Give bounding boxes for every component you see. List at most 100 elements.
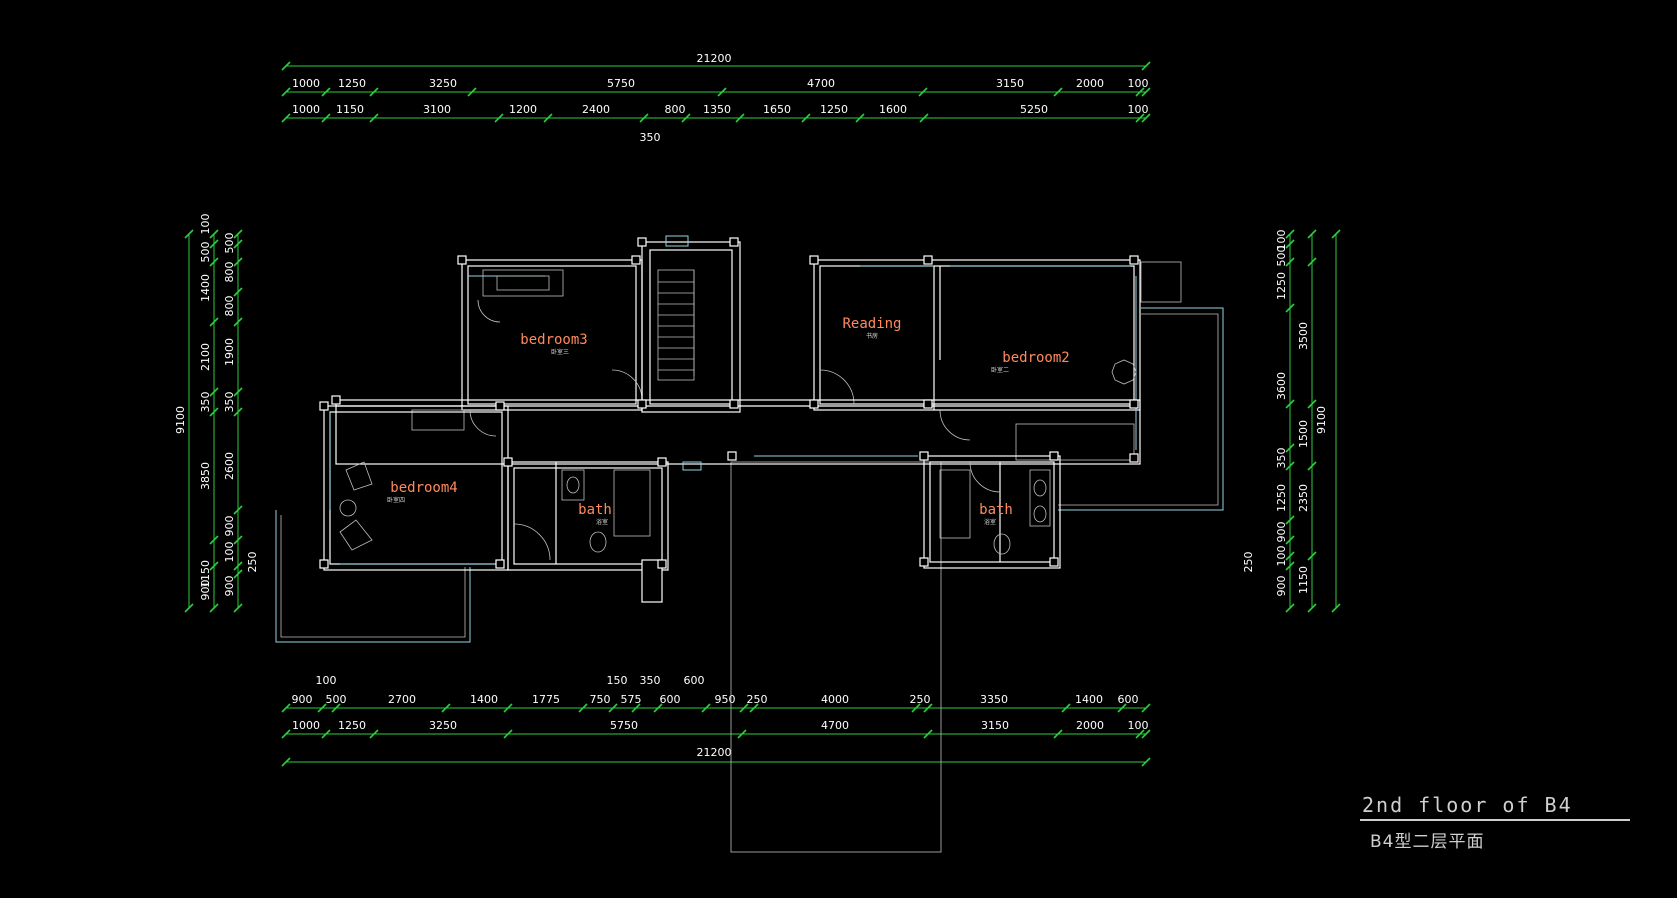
dimension-tick [369, 87, 379, 97]
dimension-label: 3150 [996, 77, 1024, 90]
right-extra-label: 250 [1242, 552, 1255, 573]
dimension-label: 3150 [981, 719, 1009, 732]
dimension-tick [1307, 229, 1317, 239]
left-bath-tub [613, 469, 651, 537]
dimension-tick [1285, 229, 1295, 239]
reading-bedroom2-walls [813, 259, 1141, 411]
dimension-label: 900 [1275, 522, 1288, 543]
structural-column [1129, 453, 1139, 463]
drawing-title: 2nd floor of B4 [1362, 793, 1573, 817]
dimension-tick [1141, 61, 1151, 71]
dimension-label: 900 [1275, 576, 1288, 597]
structural-column [631, 255, 641, 265]
right-balcony-outline [1058, 307, 1224, 511]
room-sub-bedroom3: 卧室三 [551, 348, 569, 356]
structural-columns [319, 237, 1139, 569]
dimension-tick [639, 113, 649, 123]
dimension-label: 900 [292, 693, 313, 706]
dimension-tick [749, 703, 759, 713]
dimension-tick [911, 703, 921, 713]
dimension-tick [737, 729, 747, 739]
dimension-tick [1307, 399, 1317, 409]
dimension-label: 1400 [470, 693, 498, 706]
dimension-tick [1135, 87, 1145, 97]
dimension-label: 100 [199, 214, 212, 235]
dimension-tick [209, 561, 219, 571]
right-bath-basin-2 [1033, 505, 1047, 523]
dimension-label: 100 [1275, 546, 1288, 567]
dimension-label: 350 [223, 392, 236, 413]
dimension-tick [1053, 87, 1063, 97]
reading-door-swing [819, 369, 855, 405]
bedroom2-door-swing [939, 409, 971, 441]
dimension-tick [209, 407, 219, 417]
bedroom3-furniture [496, 275, 550, 291]
dimension-tick [233, 387, 243, 397]
dimension-tick [735, 113, 745, 123]
dimension-tick [1285, 239, 1295, 249]
dimension-label: 4700 [821, 719, 849, 732]
left-balcony-inner [280, 515, 466, 638]
dimension-tick [233, 257, 243, 267]
dimension-label: 1250 [1275, 272, 1288, 300]
dimension-tick [209, 229, 219, 239]
dimension-tick [281, 757, 291, 767]
dimension-label: 1000 [292, 103, 320, 116]
dimension-label: 100 [1128, 719, 1149, 732]
structural-column [1129, 255, 1139, 265]
dimension-tick [608, 703, 618, 713]
structural-column [809, 399, 819, 409]
dimension-label: 1200 [509, 103, 537, 116]
dimension-tick [681, 113, 691, 123]
dimension-tick [1117, 703, 1127, 713]
dimension-label: 100 [1128, 103, 1149, 116]
dimension-tick [184, 229, 194, 239]
dimension-tick [1285, 535, 1295, 545]
dimension-tick [1307, 257, 1317, 267]
structural-column [657, 457, 667, 467]
dimension-label: 1150 [199, 560, 212, 588]
structural-column [1049, 557, 1059, 567]
dimension-label: 900 [199, 580, 212, 601]
bedroom2-bed [1015, 423, 1135, 461]
dimension-tick [209, 239, 219, 249]
dimension-tick [1141, 87, 1151, 97]
right-bath-vanity [1029, 469, 1051, 527]
right-bath-door-swing [969, 461, 1001, 493]
dimension-tick [494, 113, 504, 123]
dimension-tick [923, 729, 933, 739]
dimension-label: 1250 [1275, 484, 1288, 512]
dimension-tick [1141, 113, 1151, 123]
dimension-tick [233, 603, 243, 613]
structural-column [919, 557, 929, 567]
dimension-tick [184, 603, 194, 613]
right-bath-basin-1 [1033, 479, 1047, 497]
dimension-tick [1285, 443, 1295, 453]
dimension-label: 1150 [1297, 566, 1310, 594]
room-label-bedroom4: bedroom4 [390, 480, 457, 496]
dimension-tick [701, 703, 711, 713]
dimension-label: 2350 [1297, 484, 1310, 512]
dimension-tick [503, 729, 513, 739]
dimension-label: 500 [1275, 246, 1288, 267]
dimension-tick [1141, 703, 1151, 713]
dimension-label: 2100 [199, 343, 212, 371]
dimension-label: 350 [1275, 448, 1288, 469]
dimension-label: 600 [684, 674, 705, 687]
dimension-label: 950 [715, 693, 736, 706]
structural-column [331, 395, 341, 405]
dimension-tick [331, 703, 341, 713]
dimension-label: 2000 [1076, 77, 1104, 90]
dimension-tick [321, 113, 331, 123]
dimension-tick [717, 87, 727, 97]
dimension-tick [317, 703, 327, 713]
dimension-label: 4000 [821, 693, 849, 706]
dimension-tick [543, 113, 553, 123]
bedroom3-inner-walls [467, 265, 637, 405]
dimension-label: 1250 [820, 103, 848, 116]
dimension-tick [801, 113, 811, 123]
